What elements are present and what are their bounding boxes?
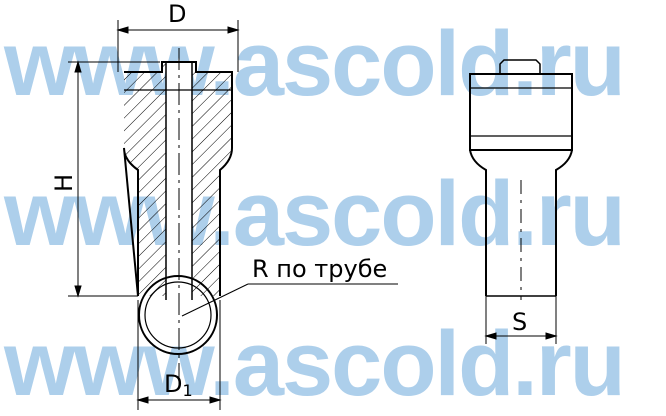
watermark-middle: www.ascold.ru [4,163,626,265]
sectional-view [68,20,398,410]
label-d: D [168,0,186,28]
radius-leader [181,283,398,317]
label-radius-note: R по трубе [252,255,387,283]
label-s: S [512,308,527,336]
dimension-s [484,296,558,344]
pipe-circle-inner [144,281,212,349]
dimension-d1 [136,300,222,410]
cap-nub [499,59,541,74]
dimension-h [68,60,160,298]
body-contour [123,61,233,297]
watermark-top: www.ascold.ru [4,13,626,115]
watermark-bottom: www.ascold.ru [4,313,626,415]
label-h: H [50,174,78,192]
head-body [469,73,573,151]
label-d1: D1 [164,370,193,400]
pipe-circle-outer [138,275,218,355]
external-view [469,59,573,344]
dimension-d [116,20,240,72]
neck-transition [469,149,573,296]
